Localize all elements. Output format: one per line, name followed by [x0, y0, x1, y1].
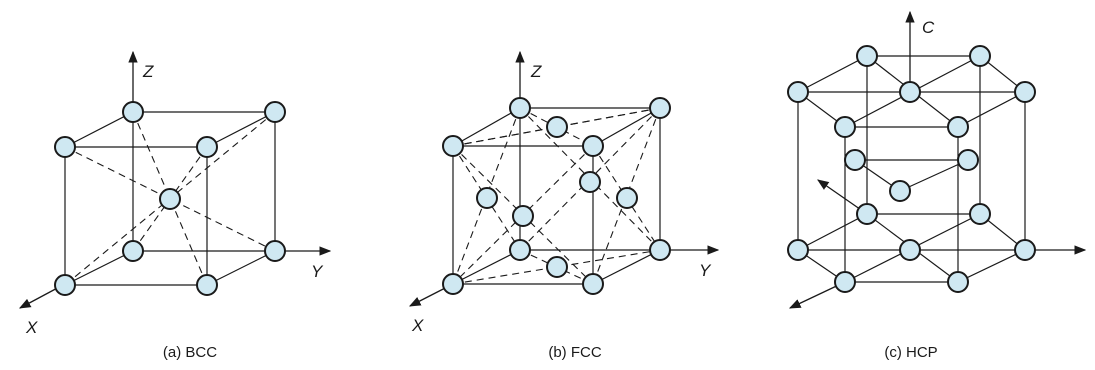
- fcc-x-label: X: [411, 316, 424, 335]
- atom: [856, 45, 878, 67]
- atom: [509, 239, 531, 261]
- fcc-y-label: Y: [699, 261, 712, 280]
- bcc-caption: (a) BCC: [163, 344, 217, 361]
- atom: [616, 187, 638, 209]
- fcc-caption: (b) FCC: [548, 344, 601, 361]
- fcc-cube-edges: [452, 107, 661, 285]
- atom: [957, 149, 979, 171]
- atom: [649, 97, 671, 119]
- atom: [546, 116, 568, 138]
- atom: [834, 271, 856, 293]
- atom: [899, 81, 921, 103]
- fcc-z-label: Z: [530, 62, 542, 81]
- atom: [476, 187, 498, 209]
- atom: [969, 203, 991, 225]
- atom: [122, 240, 144, 262]
- atom: [649, 239, 671, 261]
- atom: [509, 97, 531, 119]
- bcc-z-label: Z: [142, 62, 154, 81]
- bcc-atoms: [54, 101, 286, 296]
- atom: [442, 273, 464, 295]
- atom: [196, 136, 218, 158]
- hcp-atoms: [787, 45, 1036, 293]
- bcc-y-label: Y: [311, 262, 324, 281]
- atom: [582, 273, 604, 295]
- bcc-unit-cell: Z Y X (a) BCC: [18, 50, 332, 361]
- hcp-mid-plane: [854, 159, 969, 192]
- bcc-x-label: X: [25, 318, 38, 337]
- atom: [264, 240, 286, 262]
- atom: [787, 81, 809, 103]
- atom: [196, 274, 218, 296]
- atom: [264, 101, 286, 123]
- atom: [787, 239, 809, 261]
- atom: [947, 271, 969, 293]
- atom: [844, 149, 866, 171]
- atom: [1014, 239, 1036, 261]
- fcc-unit-cell: Z Y X (b) FCC: [408, 50, 720, 361]
- atom: [834, 116, 856, 138]
- hcp-c-label: C: [922, 18, 935, 37]
- atom: [899, 239, 921, 261]
- atom: [54, 274, 76, 296]
- atom: [969, 45, 991, 67]
- atom: [579, 171, 601, 193]
- fcc-atoms: [442, 97, 671, 295]
- hcp-vertical-edges: [797, 56, 1026, 282]
- atom: [889, 180, 911, 202]
- atom: [122, 101, 144, 123]
- atom: [54, 136, 76, 158]
- atom: [1014, 81, 1036, 103]
- atom: [582, 135, 604, 157]
- hcp-unit-cell: C (c) HCP: [787, 10, 1087, 361]
- atom: [546, 256, 568, 278]
- atom: [512, 205, 534, 227]
- atom: [442, 135, 464, 157]
- hcp-caption: (c) HCP: [884, 344, 937, 361]
- bcc-cube-edges: [64, 111, 276, 286]
- atom: [856, 203, 878, 225]
- atom: [159, 188, 181, 210]
- atom: [947, 116, 969, 138]
